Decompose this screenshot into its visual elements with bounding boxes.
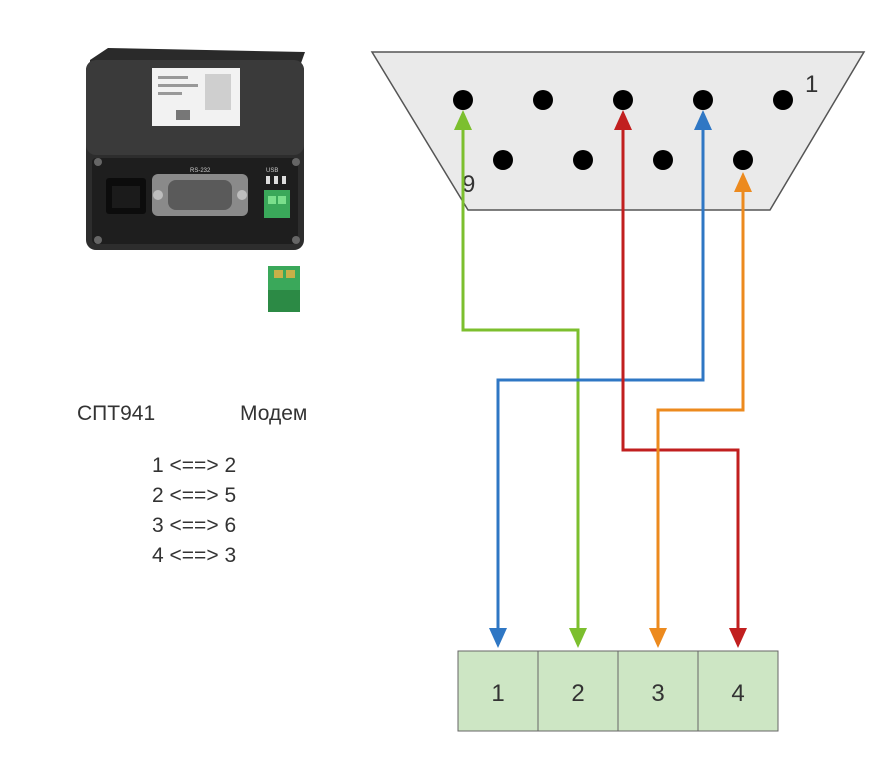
db9-pin-9 (493, 150, 513, 170)
terminal-block: 1 2 3 4 (457, 650, 779, 732)
db9-pin-7 (653, 150, 673, 170)
mapping-row: 3 <==> 6 (152, 514, 237, 537)
terminal-1 (457, 650, 539, 732)
terminal-4 (697, 650, 779, 732)
wire-green-arrow-bottom (569, 628, 587, 648)
db9-pin-1 (773, 90, 793, 110)
mapping-row: 1 <==> 2 (152, 454, 237, 477)
db9-pin-label-9: 9 (462, 171, 475, 198)
db9-pin-3 (613, 90, 633, 110)
wire-green (461, 126, 580, 632)
terminal-label-4: 4 (731, 680, 744, 707)
mapping-row: 4 <==> 3 (152, 544, 237, 567)
db9-pin-5 (453, 90, 473, 110)
wire-orange (656, 188, 745, 632)
wire-blue-arrow-bottom (489, 628, 507, 648)
wire-orange-arrow-bottom (649, 628, 667, 648)
wire-green-arrow-top (454, 110, 472, 130)
db9-pin-label-1: 1 (805, 71, 818, 98)
terminal-label-2: 2 (571, 680, 584, 707)
db9-connector-shape (370, 51, 866, 211)
wire-red (621, 126, 740, 632)
wire-blue-arrow-top (694, 110, 712, 130)
pin-mapping-list: 1 <==> 2 2 <==> 5 3 <==> 6 4 <==> 3 (152, 451, 312, 571)
db9-pin-8 (573, 150, 593, 170)
legend-right-header: Модем (240, 402, 308, 425)
wire-red-arrow-bottom (729, 628, 747, 648)
legend-left-header: СПТ941 (77, 402, 156, 425)
wire-orange-arrow-top (734, 172, 752, 192)
terminal-label-3: 3 (651, 680, 664, 707)
terminal-3 (617, 650, 699, 732)
wire-red-arrow-top (614, 110, 632, 130)
db9-pin-6 (733, 150, 753, 170)
db9-pin-2 (693, 90, 713, 110)
mapping-row: 2 <==> 5 (152, 484, 237, 507)
db9-pin-4 (533, 90, 553, 110)
wire-blue (496, 126, 705, 632)
terminal-label-1: 1 (491, 680, 504, 707)
terminal-2 (537, 650, 619, 732)
